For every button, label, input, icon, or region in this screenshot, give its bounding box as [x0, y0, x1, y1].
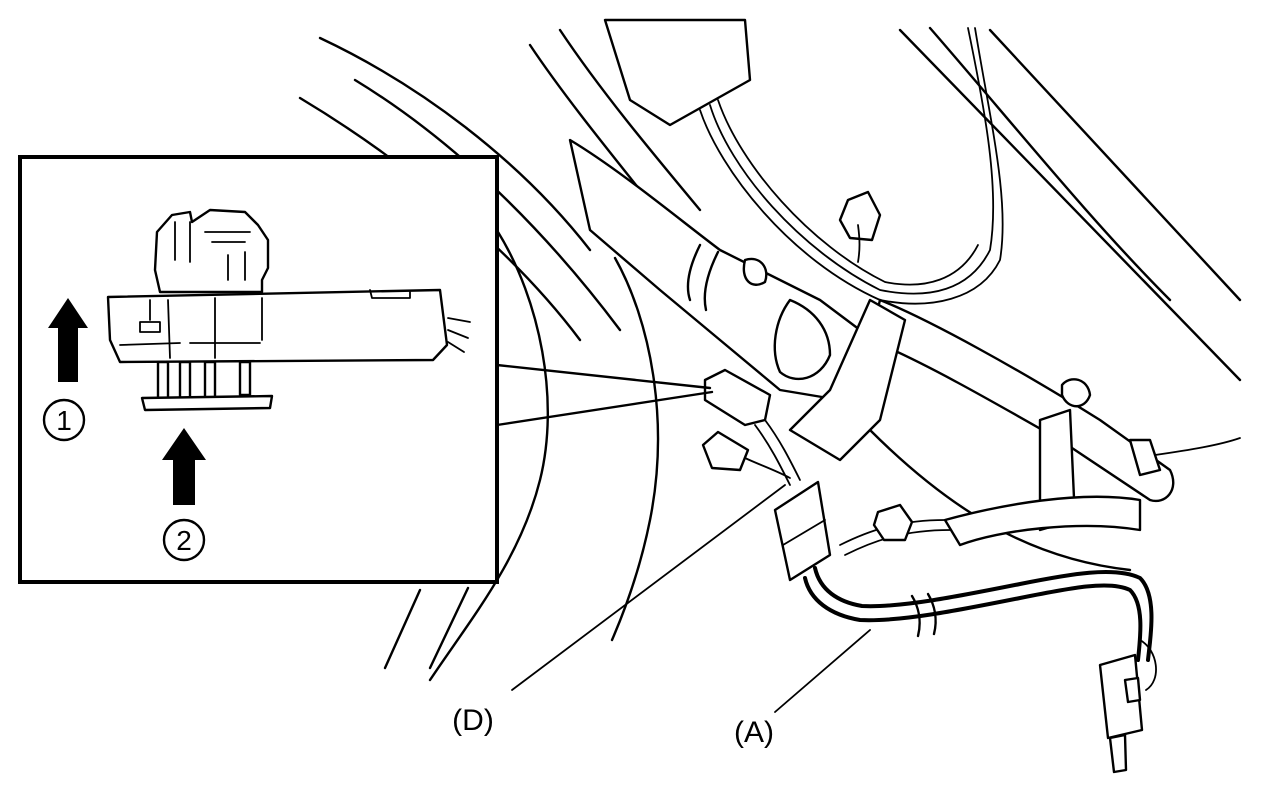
harness-a-wire [803, 566, 1157, 691]
callout-label-a: (A) [734, 716, 774, 749]
wire-clip-right [1060, 378, 1241, 477]
step-2-circle [162, 518, 206, 562]
arrow-step-2: 2 [162, 428, 206, 562]
zoom-callout [495, 363, 714, 427]
upper-wire-bundle [699, 27, 1004, 305]
steering-shaft [568, 138, 862, 402]
harness-a-terminal [1098, 653, 1144, 774]
detail-connector [106, 208, 471, 412]
step-2-number: 2 [176, 525, 192, 556]
callout-label-d: (D) [452, 704, 494, 737]
junction-block [773, 480, 832, 582]
leader-lines [511, 484, 871, 713]
connector-d [703, 368, 801, 486]
lower-harness [839, 495, 1142, 556]
wire-clip-upper [838, 190, 882, 263]
small-plug [701, 430, 791, 479]
step-1-circle [42, 398, 86, 442]
step-1-number: 1 [56, 405, 72, 436]
arrow-step-1: 1 [42, 298, 88, 442]
detail-inset: 1 2 [18, 155, 499, 584]
upper-bracket [603, 18, 752, 127]
